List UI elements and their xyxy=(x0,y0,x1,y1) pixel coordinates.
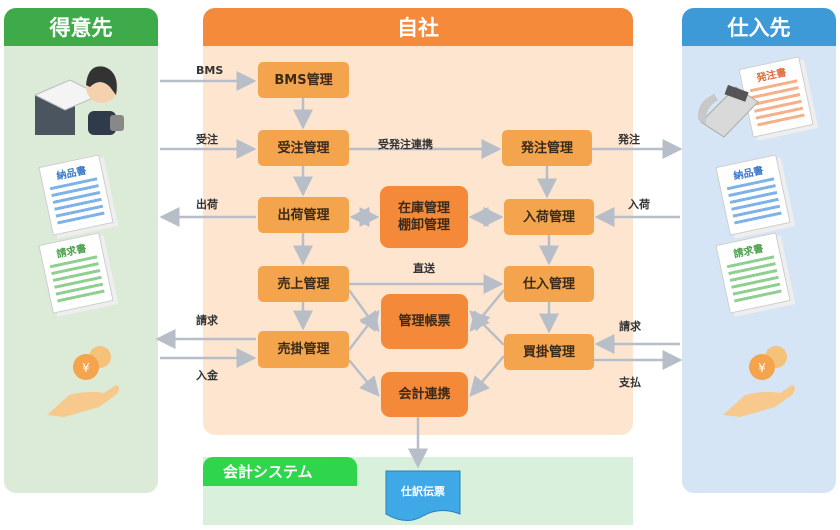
supplier-telephone-icon xyxy=(697,84,759,138)
box-inventory-line2: 棚卸管理 xyxy=(397,218,450,233)
box-inventory-line1: 在庫管理 xyxy=(397,201,450,216)
label-order-in: 受注 xyxy=(196,133,218,146)
box-purchase: 仕入管理 xyxy=(504,266,594,302)
label-payment-in: 入金 xyxy=(196,369,218,382)
label-goods-in: 入荷 xyxy=(628,198,650,211)
label-pay-out: 支払 xyxy=(619,376,641,389)
box-receiving: 入荷管理 xyxy=(504,199,594,235)
yen-symbol: ¥ xyxy=(758,361,766,375)
label-direct: 直送 xyxy=(413,262,435,275)
box-sales: 売上管理 xyxy=(258,266,349,302)
journal-voucher-icon xyxy=(385,470,461,521)
box-accounting-link: 会計連携 xyxy=(381,372,468,417)
label-bill-out: 請求 xyxy=(196,314,218,327)
box-payables: 買掛管理 xyxy=(504,334,594,370)
label-link: 受発注連携 xyxy=(378,138,433,151)
box-reports: 管理帳票 xyxy=(381,294,468,349)
box-inventory: 在庫管理 棚卸管理 xyxy=(380,186,468,248)
supplier-header: 仕入先 xyxy=(682,8,836,46)
customer-person-phone-icon xyxy=(33,66,124,135)
label-order-out: 発注 xyxy=(618,133,640,146)
box-order-place: 発注管理 xyxy=(502,130,592,166)
label-bms: BMS xyxy=(196,64,224,77)
customer-header: 得意先 xyxy=(4,8,158,46)
supplier-yen-hand-icon: ¥ xyxy=(723,346,795,417)
box-receivables: 売掛管理 xyxy=(258,331,349,368)
box-order-receive: 受注管理 xyxy=(258,130,349,166)
customer-yen-hand-icon: ¥ xyxy=(47,346,119,417)
box-shipping: 出荷管理 xyxy=(258,197,349,233)
label-ship-out: 出荷 xyxy=(196,198,218,211)
box-bms: BMS管理 xyxy=(258,62,349,98)
company-header: 自社 xyxy=(203,8,633,46)
yen-symbol: ¥ xyxy=(82,361,90,375)
label-bill-in: 請求 xyxy=(619,320,641,333)
journal-voucher-label: 仕訳伝票 xyxy=(401,485,445,498)
accounting-system-tab: 会計システム xyxy=(203,457,357,486)
